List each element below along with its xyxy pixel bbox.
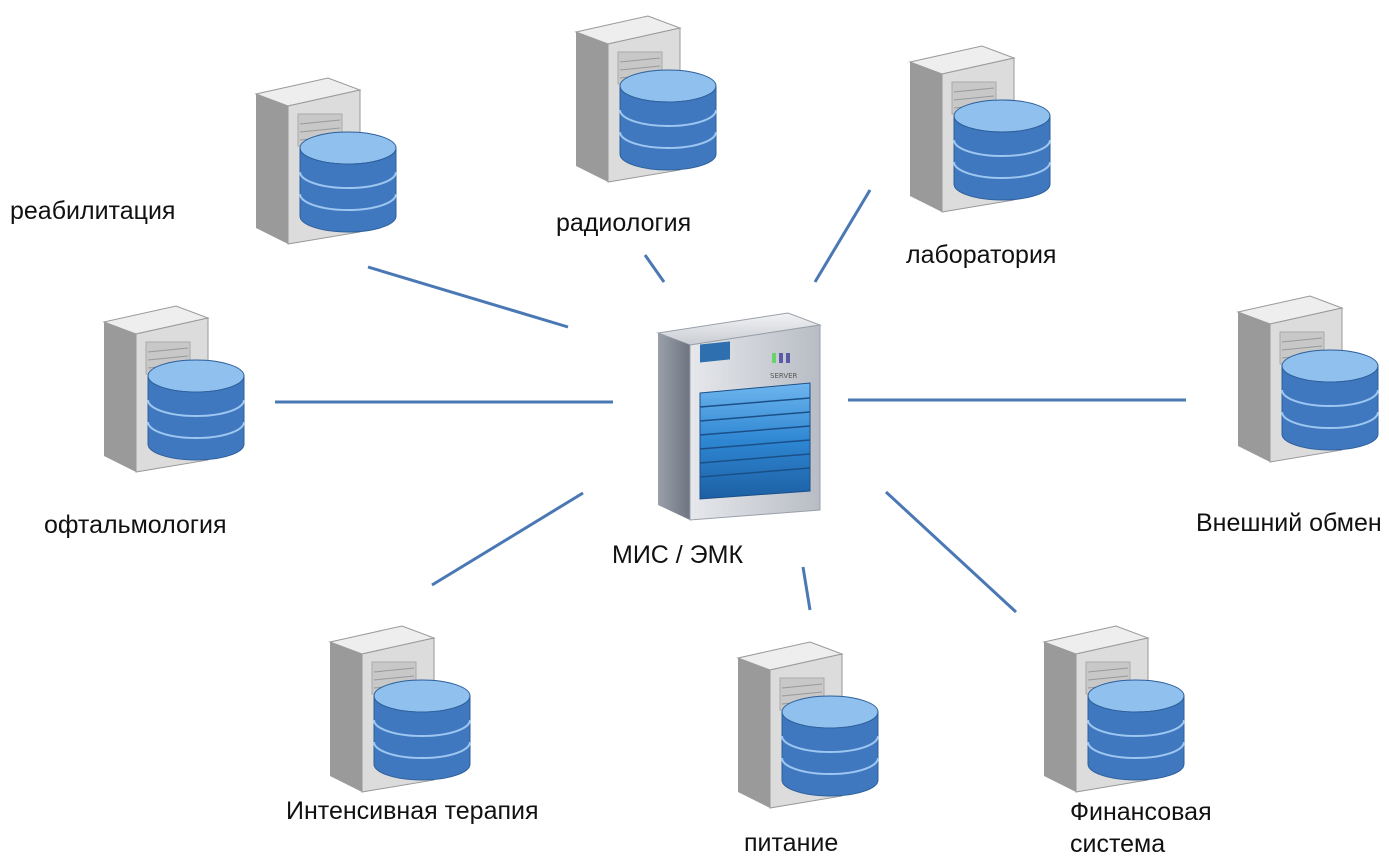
radiology-database-server-icon bbox=[568, 10, 728, 190]
connector-finance bbox=[884, 490, 1018, 614]
icu-label: Интенсивная терапия bbox=[286, 797, 539, 825]
hub-label: МИС / ЭМК bbox=[612, 541, 744, 569]
finance-label: Финансовая система bbox=[1070, 796, 1212, 860]
external-label: Внешний обмен bbox=[1196, 509, 1382, 537]
connector-nutrition bbox=[801, 566, 812, 611]
finance-label-line1: Финансовая bbox=[1070, 798, 1212, 826]
connector-rehab bbox=[367, 265, 569, 329]
finance-database-server-icon bbox=[1036, 620, 1196, 800]
connector-icu bbox=[431, 491, 584, 587]
rehab-database-server-icon bbox=[248, 72, 408, 252]
server-badge: SERVER bbox=[770, 372, 798, 380]
rehab-label: реабилитация bbox=[10, 197, 176, 225]
icu-database-server-icon bbox=[322, 620, 482, 800]
external-database-server-icon bbox=[1230, 290, 1389, 470]
lab-label: лаборатория bbox=[906, 241, 1057, 269]
connector-lab bbox=[813, 189, 872, 283]
finance-label-line2: система bbox=[1070, 830, 1166, 858]
ophthalmology-label: офтальмология bbox=[44, 511, 227, 539]
ophthalmology-database-server-icon bbox=[96, 300, 256, 480]
mis-emk-server-icon: SERVER bbox=[648, 305, 828, 530]
connector-radiology bbox=[643, 254, 666, 283]
lab-database-server-icon bbox=[902, 40, 1062, 220]
nutrition-label: питание bbox=[744, 829, 839, 857]
nutrition-database-server-icon bbox=[730, 636, 890, 816]
radiology-label: радиология bbox=[556, 209, 692, 237]
